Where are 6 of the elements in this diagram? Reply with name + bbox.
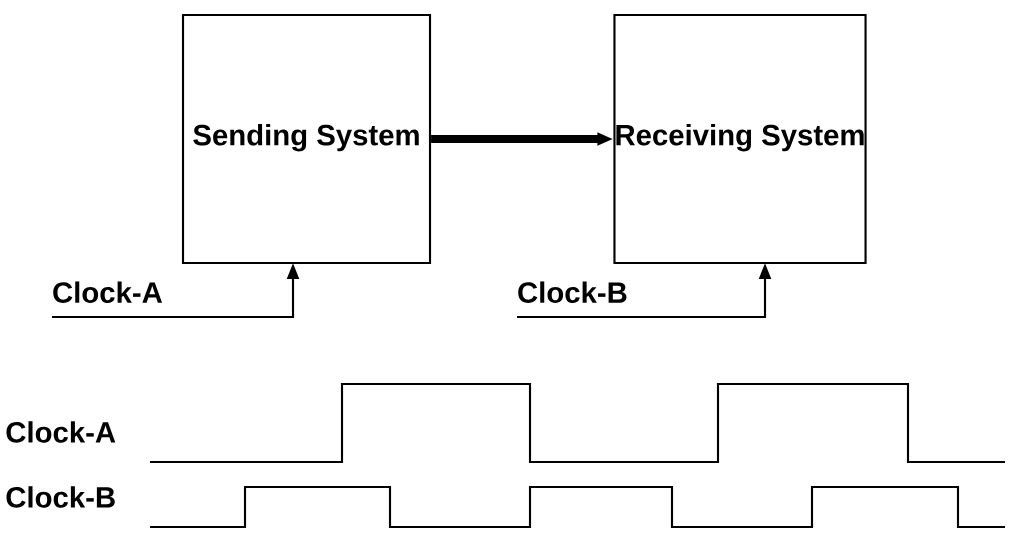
signal-label: Clock-B [6,486,115,508]
system-box: Sending System [181,13,432,265]
clock-label: Clock-B [518,281,627,303]
system-box: Receiving System [613,13,867,265]
clock-label: Clock-A [53,281,163,303]
signal-label: Clock-A [6,421,116,443]
